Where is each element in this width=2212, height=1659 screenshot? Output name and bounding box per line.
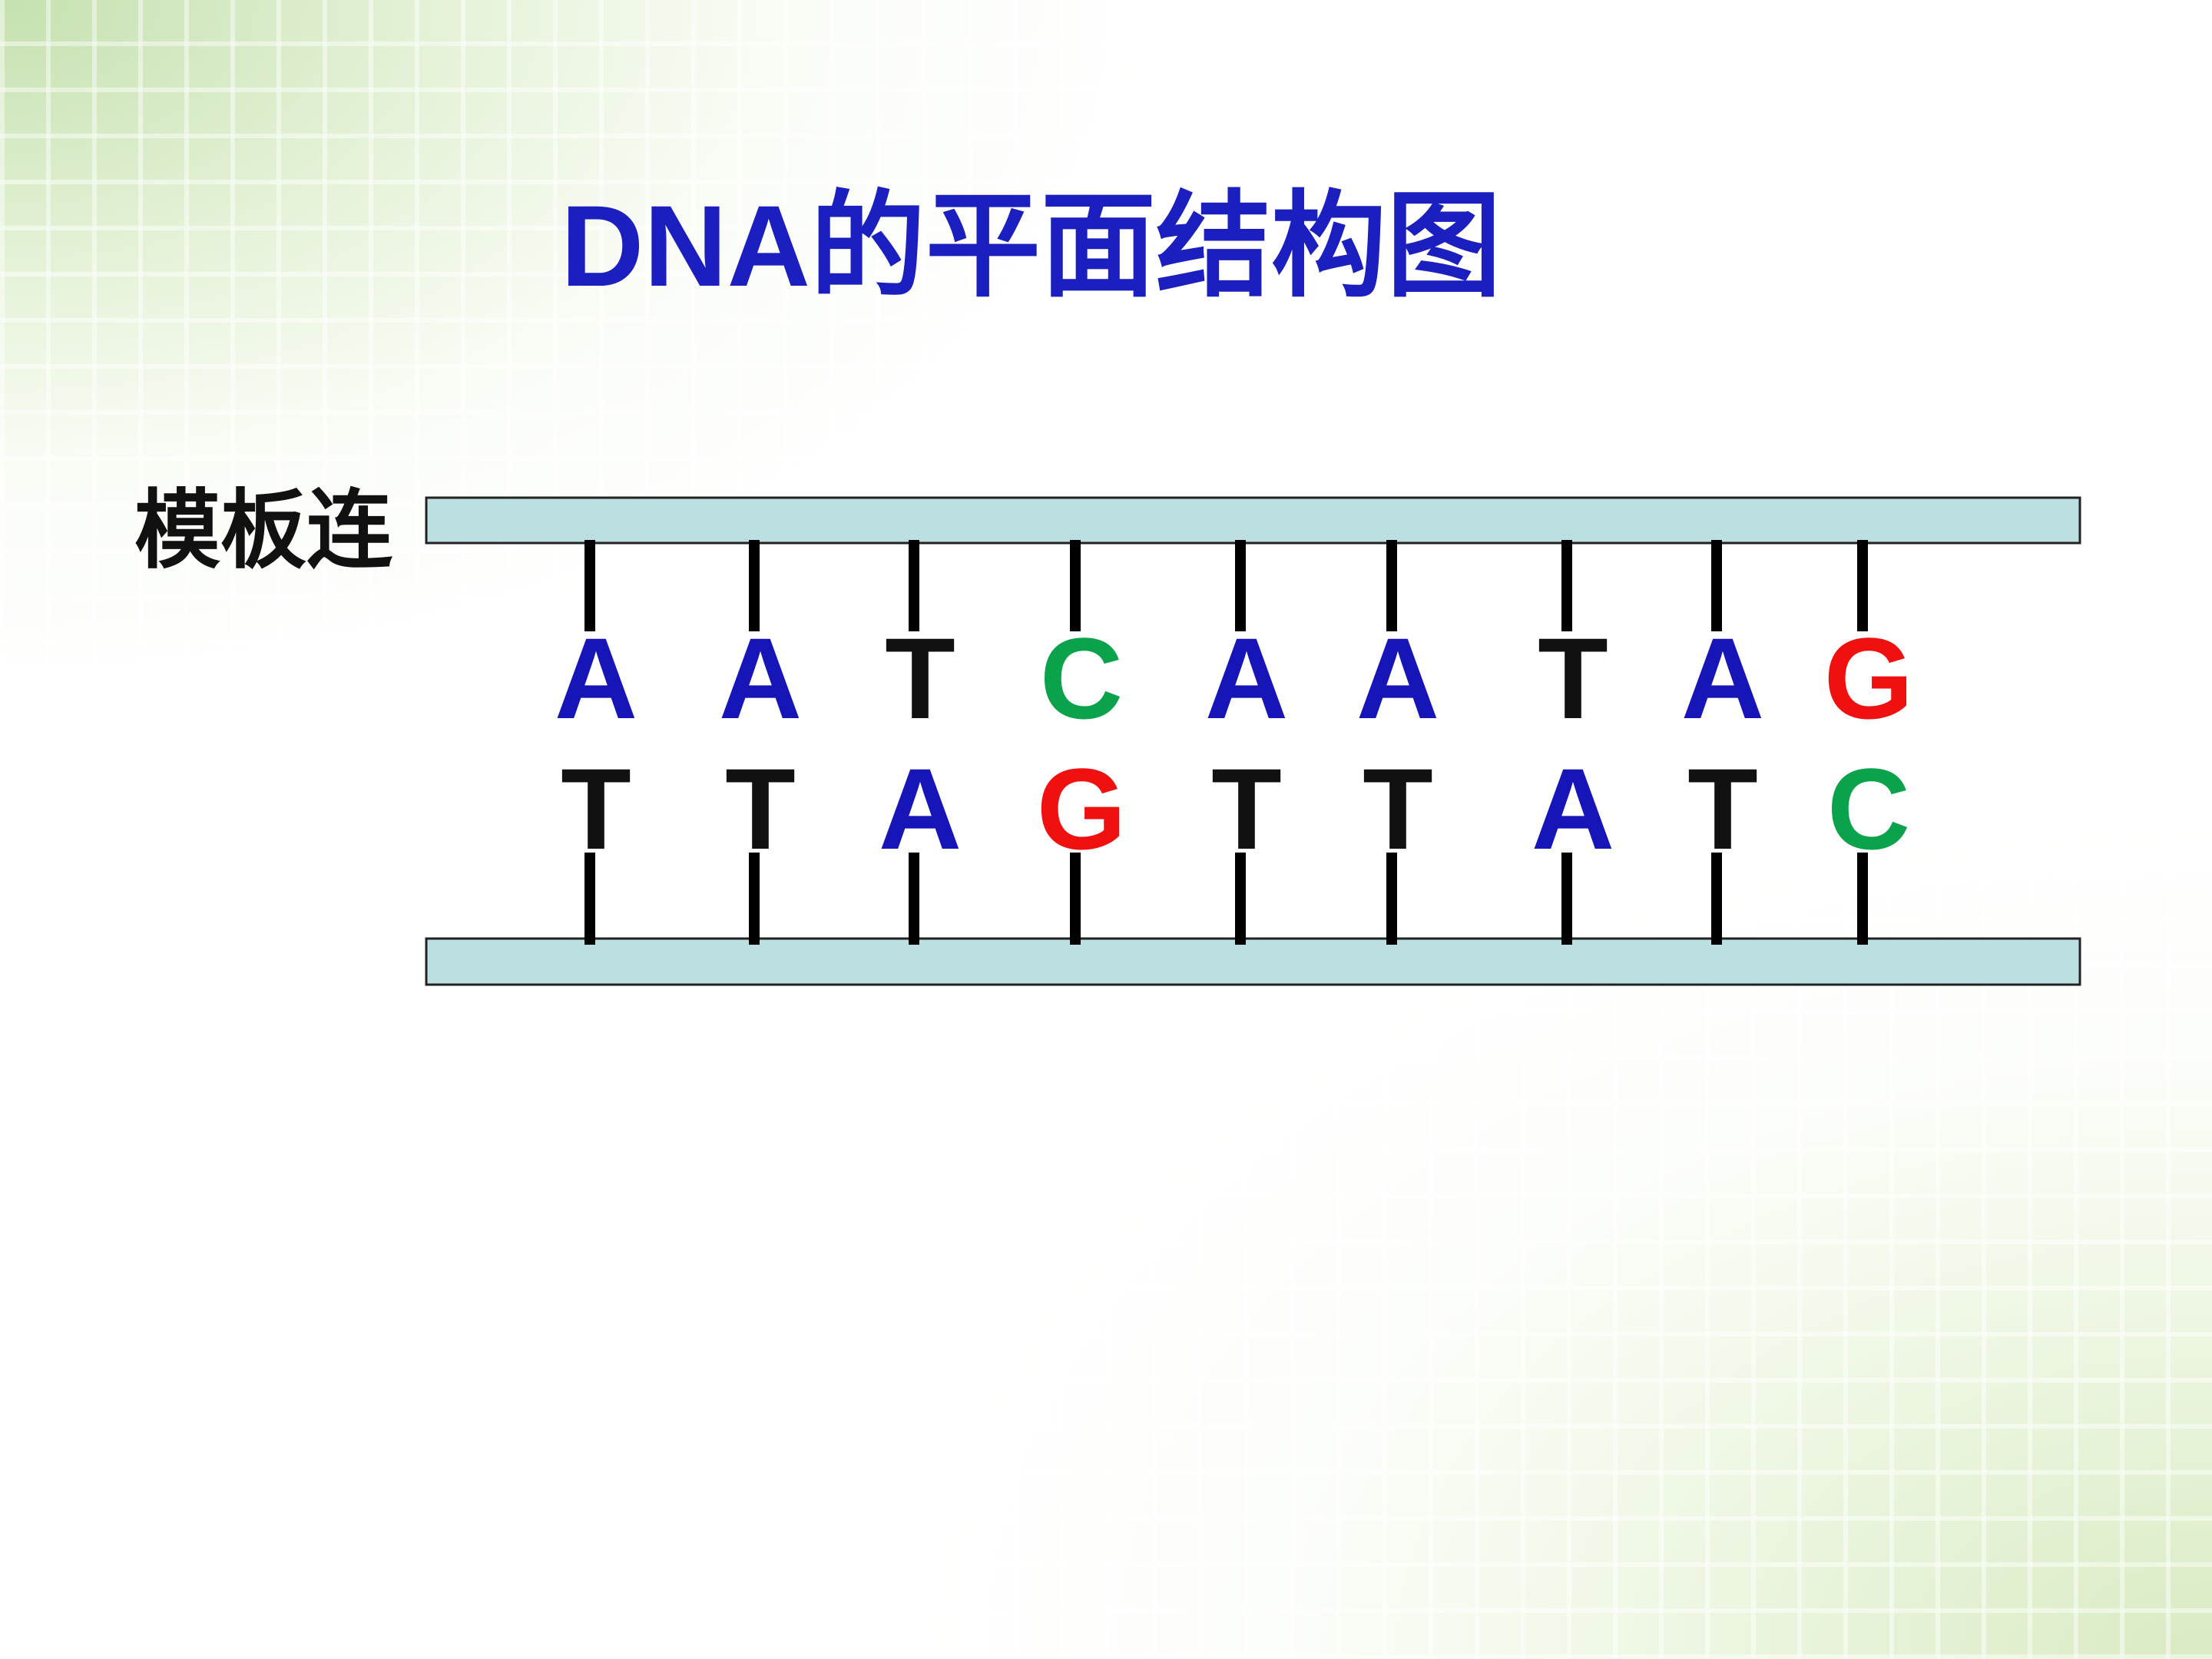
bottom-base-8: T (1687, 744, 1758, 873)
top-base-1: A (555, 614, 637, 743)
top-base-7: T (1538, 614, 1608, 743)
bottom-base-6: T (1363, 744, 1433, 873)
top-base-6: A (1356, 614, 1439, 743)
top-base-4: C (1040, 614, 1123, 743)
bottom-base-1: T (561, 744, 631, 873)
top-base-3: T (885, 614, 955, 743)
bottom-base-4: G (1037, 744, 1127, 873)
top-base-8: A (1681, 614, 1764, 743)
template-strand-label: 模板连 (134, 482, 392, 578)
top-strand (425, 496, 2081, 545)
top-base-2: A (719, 614, 802, 743)
bottom-base-5: T (1211, 744, 1282, 873)
bottom-base-9: C (1827, 744, 1910, 873)
bottom-base-3: A (879, 744, 962, 873)
top-base-5: A (1205, 614, 1288, 743)
bottom-base-7: A (1532, 744, 1614, 873)
page-title: DNA的平面结构图 (561, 181, 1502, 310)
bottom-base-2: T (725, 744, 796, 873)
top-base-9: G (1824, 614, 1914, 743)
bottom-strand (425, 937, 2081, 986)
